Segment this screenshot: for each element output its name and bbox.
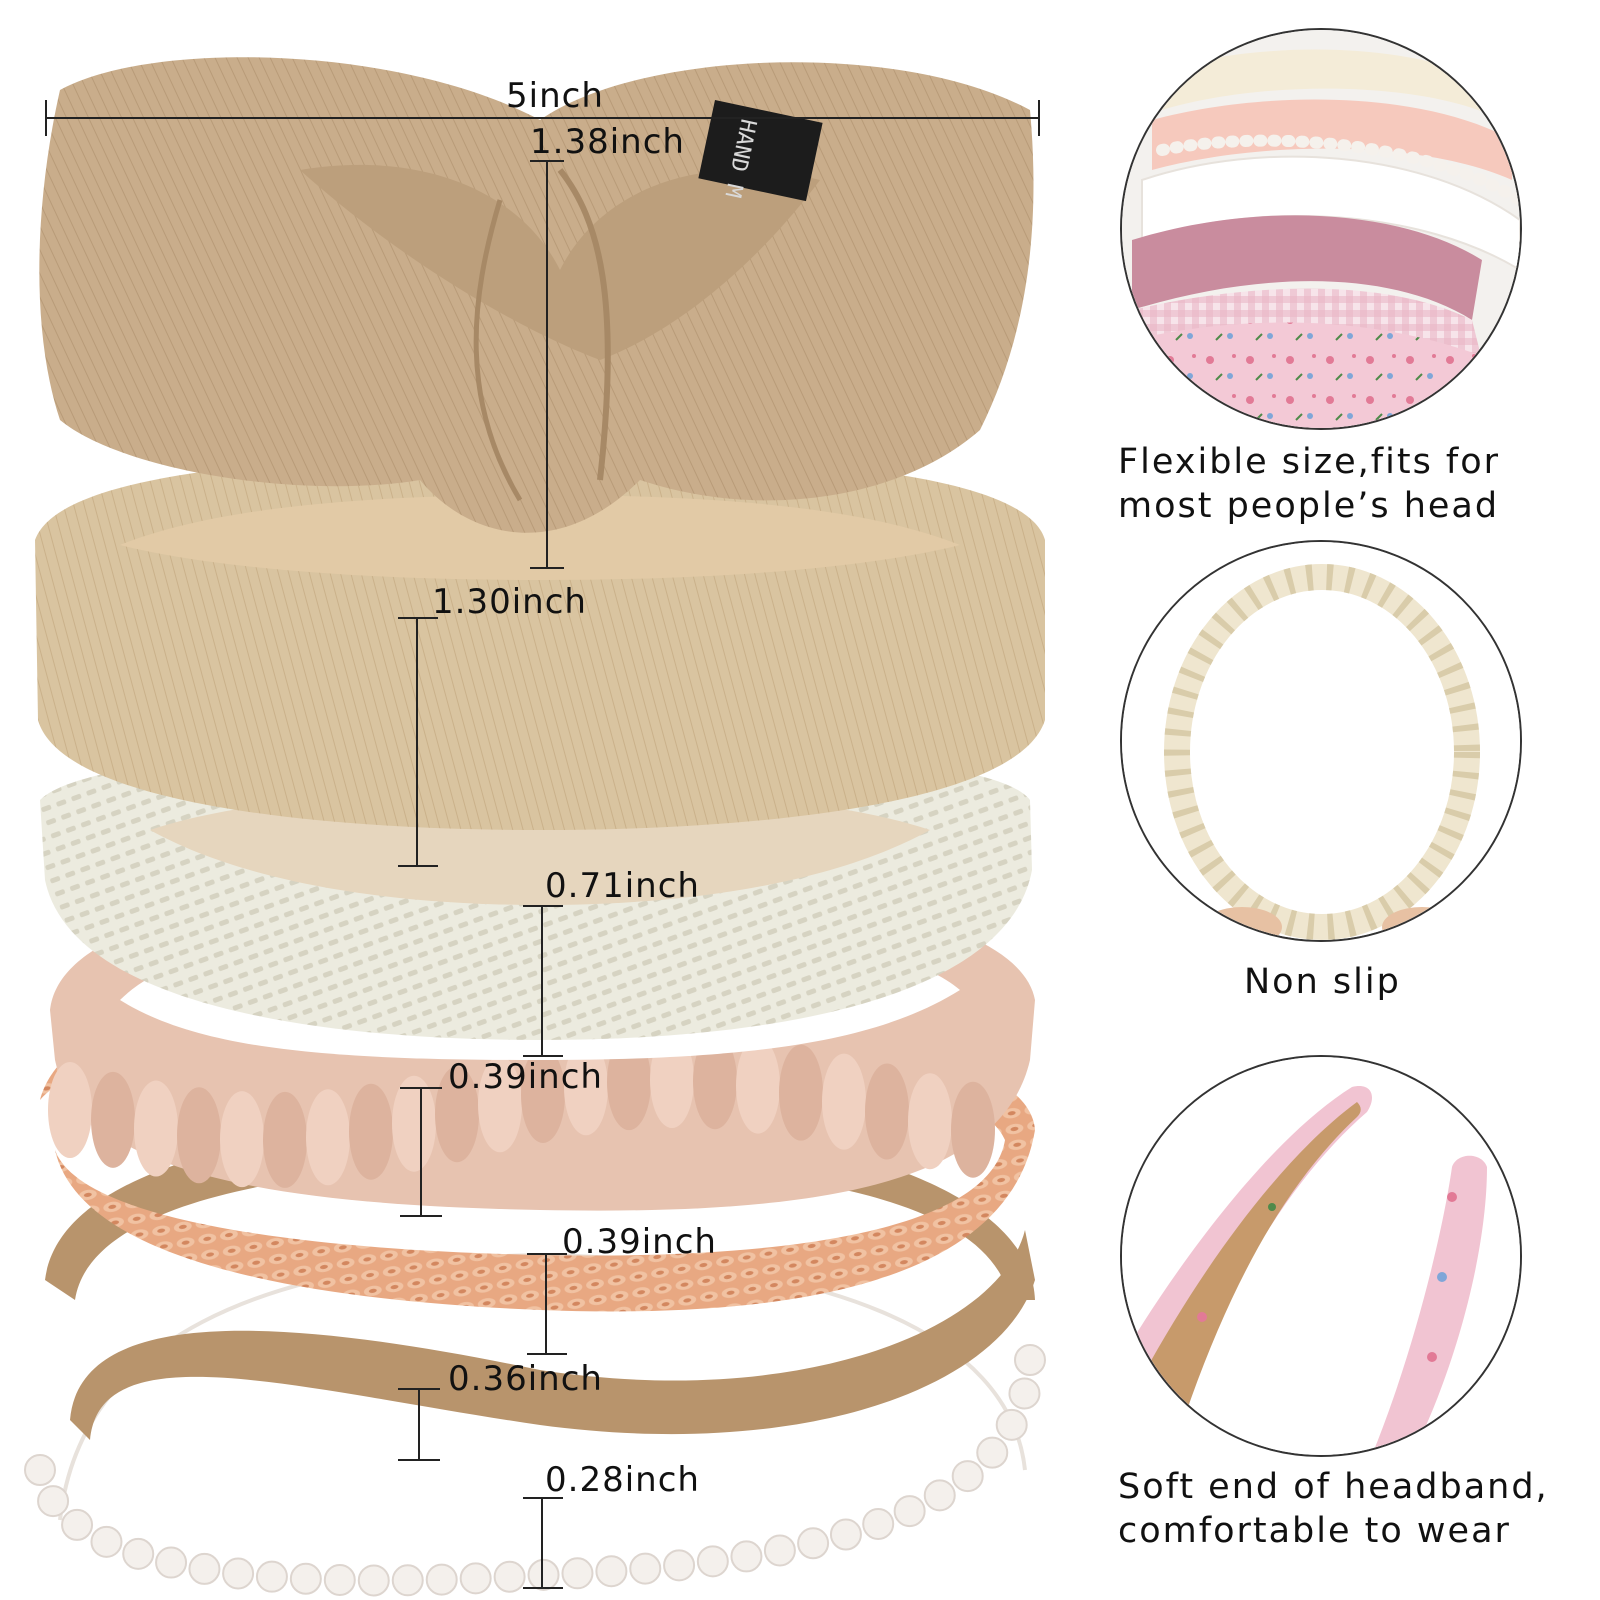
pearl-measure-cap-top — [523, 1497, 563, 1499]
satin-fold — [822, 1053, 866, 1150]
headband-stack: HAND M — [24, 57, 1046, 1597]
pearl-bead — [90, 1525, 123, 1558]
pearl-bead — [1008, 1377, 1041, 1410]
satin-fold — [306, 1089, 350, 1186]
flexible-size-caption: Flexible size,fits for most people’s hea… — [1118, 442, 1501, 526]
pearl-beads — [24, 1344, 1046, 1597]
knit-measure-cap-bottom — [523, 1055, 563, 1057]
satin-fold — [478, 1056, 522, 1153]
knot-measure-cap-bottom — [530, 567, 564, 569]
satin-fold — [693, 1033, 737, 1130]
knot-measure-line — [546, 160, 548, 569]
pearl-bead — [425, 1563, 458, 1596]
braided-measure-cap-top — [527, 1253, 567, 1255]
width-label: 5inch — [506, 76, 604, 116]
twisted-headband-front — [70, 1230, 1035, 1440]
satin-fold — [521, 1046, 565, 1143]
pearl-measure-cap-bottom — [523, 1587, 563, 1589]
soft-end-photo — [1120, 1055, 1522, 1457]
pearl-bead — [122, 1537, 155, 1570]
pearl-bead — [155, 1546, 188, 1579]
satin-fold — [392, 1075, 436, 1172]
satin-band-width-label: 0.39inch — [448, 1057, 603, 1097]
braided-band-width-label: 0.39inch — [562, 1222, 717, 1262]
pearl-bead — [862, 1507, 895, 1540]
pearl-bead — [951, 1460, 984, 1493]
satin-fold — [91, 1071, 135, 1168]
pearl-bead — [976, 1436, 1009, 1469]
twisted-measure-line — [418, 1388, 420, 1461]
satin-fold — [134, 1080, 178, 1177]
pearl-bead — [663, 1549, 696, 1582]
pearl-bead — [561, 1557, 594, 1590]
padded-measure-cap-bottom — [398, 865, 438, 867]
satin-fold — [564, 1039, 608, 1136]
knit-band-width-label: 0.71inch — [545, 866, 700, 906]
non-slip-photo — [1120, 540, 1522, 942]
pearl-bead — [493, 1560, 526, 1593]
satin-measure-cap-bottom — [400, 1215, 442, 1217]
width-measure-cap-right — [1038, 100, 1040, 136]
twisted-band-width-label: 0.36inch — [448, 1359, 603, 1399]
satin-fold — [263, 1091, 307, 1188]
brand-tag: HAND M — [698, 100, 823, 202]
twisted-measure-cap-bottom — [398, 1459, 440, 1461]
braided-measure-line — [545, 1253, 547, 1355]
satin-fold — [779, 1044, 823, 1141]
pearl-bead — [763, 1534, 796, 1567]
soft-end-caption: Soft end of headband, comfortable to wea… — [1118, 1467, 1549, 1551]
satin-fold — [435, 1066, 479, 1163]
pearl-bead — [595, 1555, 628, 1588]
knit-measure-cap-top — [523, 905, 563, 907]
satin-fold — [349, 1083, 393, 1180]
satin-measure-line — [420, 1087, 422, 1217]
pearl-bead — [797, 1527, 830, 1560]
pearl-bead — [323, 1563, 356, 1596]
knot-band-width-label: 1.38inch — [530, 122, 685, 162]
satin-fold — [951, 1081, 995, 1178]
width-measure-cap-left — [45, 100, 47, 136]
pearl-bead — [893, 1495, 926, 1528]
satin-fold — [908, 1073, 952, 1170]
pearl-measure-line — [541, 1497, 543, 1589]
satin-fold — [177, 1087, 221, 1184]
satin-fold — [736, 1037, 780, 1134]
pearl-bead — [61, 1508, 94, 1541]
padded-band-width-label: 1.30inch — [432, 582, 587, 622]
pearl-bead — [188, 1552, 221, 1585]
pearl-bead — [24, 1454, 56, 1486]
pearl-bead — [527, 1558, 560, 1591]
braided-measure-cap-bottom — [527, 1353, 567, 1355]
pearl-band-width-label: 0.28inch — [545, 1460, 700, 1500]
satin-fold — [48, 1062, 92, 1158]
satin-fold — [220, 1091, 264, 1188]
pearl-bead — [289, 1562, 322, 1595]
pearl-bead — [391, 1564, 424, 1597]
pearl-bead — [923, 1479, 956, 1512]
pearl-bead — [730, 1540, 763, 1573]
pearl-bead — [459, 1562, 492, 1595]
pearl-bead — [37, 1485, 70, 1518]
pearl-bead — [222, 1557, 255, 1590]
non-slip-caption: Non slip — [1244, 962, 1401, 1002]
satin-fold — [865, 1063, 909, 1160]
knit-measure-line — [541, 905, 543, 1057]
pearl-bead — [829, 1518, 862, 1551]
pearl-bead — [629, 1552, 662, 1585]
pearl-bead — [696, 1545, 729, 1578]
padded-measure-line — [416, 617, 418, 867]
flexible-size-photo — [1120, 28, 1522, 430]
width-measure-line — [45, 117, 1040, 119]
pearl-bead — [995, 1408, 1028, 1441]
pearl-bead — [1014, 1344, 1046, 1376]
satin-folds — [48, 1032, 995, 1188]
padded-measure-cap-top — [398, 617, 438, 619]
pearl-bead — [255, 1560, 288, 1593]
pearl-bead — [357, 1564, 390, 1597]
